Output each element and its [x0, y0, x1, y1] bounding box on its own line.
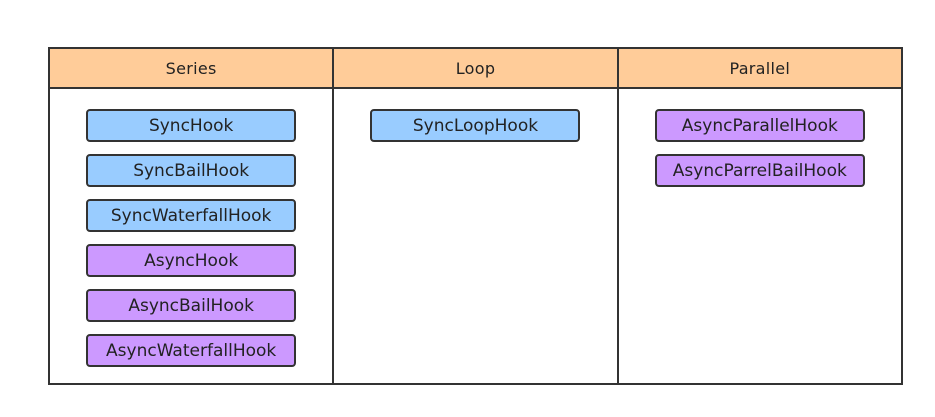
- hook-box-async-bail-hook: AsyncBailHook: [86, 289, 297, 322]
- column-header-series: Series: [50, 49, 333, 89]
- column-body-series: SyncHook SyncBailHook SyncWaterfallHook …: [50, 89, 332, 383]
- hook-box-async-waterfall-hook: AsyncWaterfallHook: [86, 334, 297, 367]
- column-parallel: Parallel AsyncParallelHook AsyncParrelBa…: [618, 49, 901, 383]
- column-body-loop: SyncLoopHook: [334, 89, 616, 383]
- hook-box-sync-loop-hook: SyncLoopHook: [370, 109, 581, 142]
- column-header-loop: Loop: [334, 49, 617, 89]
- hook-box-async-hook: AsyncHook: [86, 244, 297, 277]
- column-series: Series SyncHook SyncBailHook SyncWaterfa…: [50, 49, 335, 383]
- hook-box-sync-hook: SyncHook: [86, 109, 297, 142]
- column-header-parallel: Parallel: [618, 49, 901, 89]
- hook-box-async-parrel-bail-hook: AsyncParrelBailHook: [654, 154, 865, 187]
- hooks-table: Series SyncHook SyncBailHook SyncWaterfa…: [48, 47, 903, 385]
- hook-box-sync-bail-hook: SyncBailHook: [86, 154, 297, 187]
- column-loop: Loop SyncLoopHook: [334, 49, 619, 383]
- column-body-parallel: AsyncParallelHook AsyncParrelBailHook: [619, 89, 901, 383]
- hook-box-sync-waterfall-hook: SyncWaterfallHook: [86, 199, 297, 232]
- hook-box-async-parallel-hook: AsyncParallelHook: [654, 109, 865, 142]
